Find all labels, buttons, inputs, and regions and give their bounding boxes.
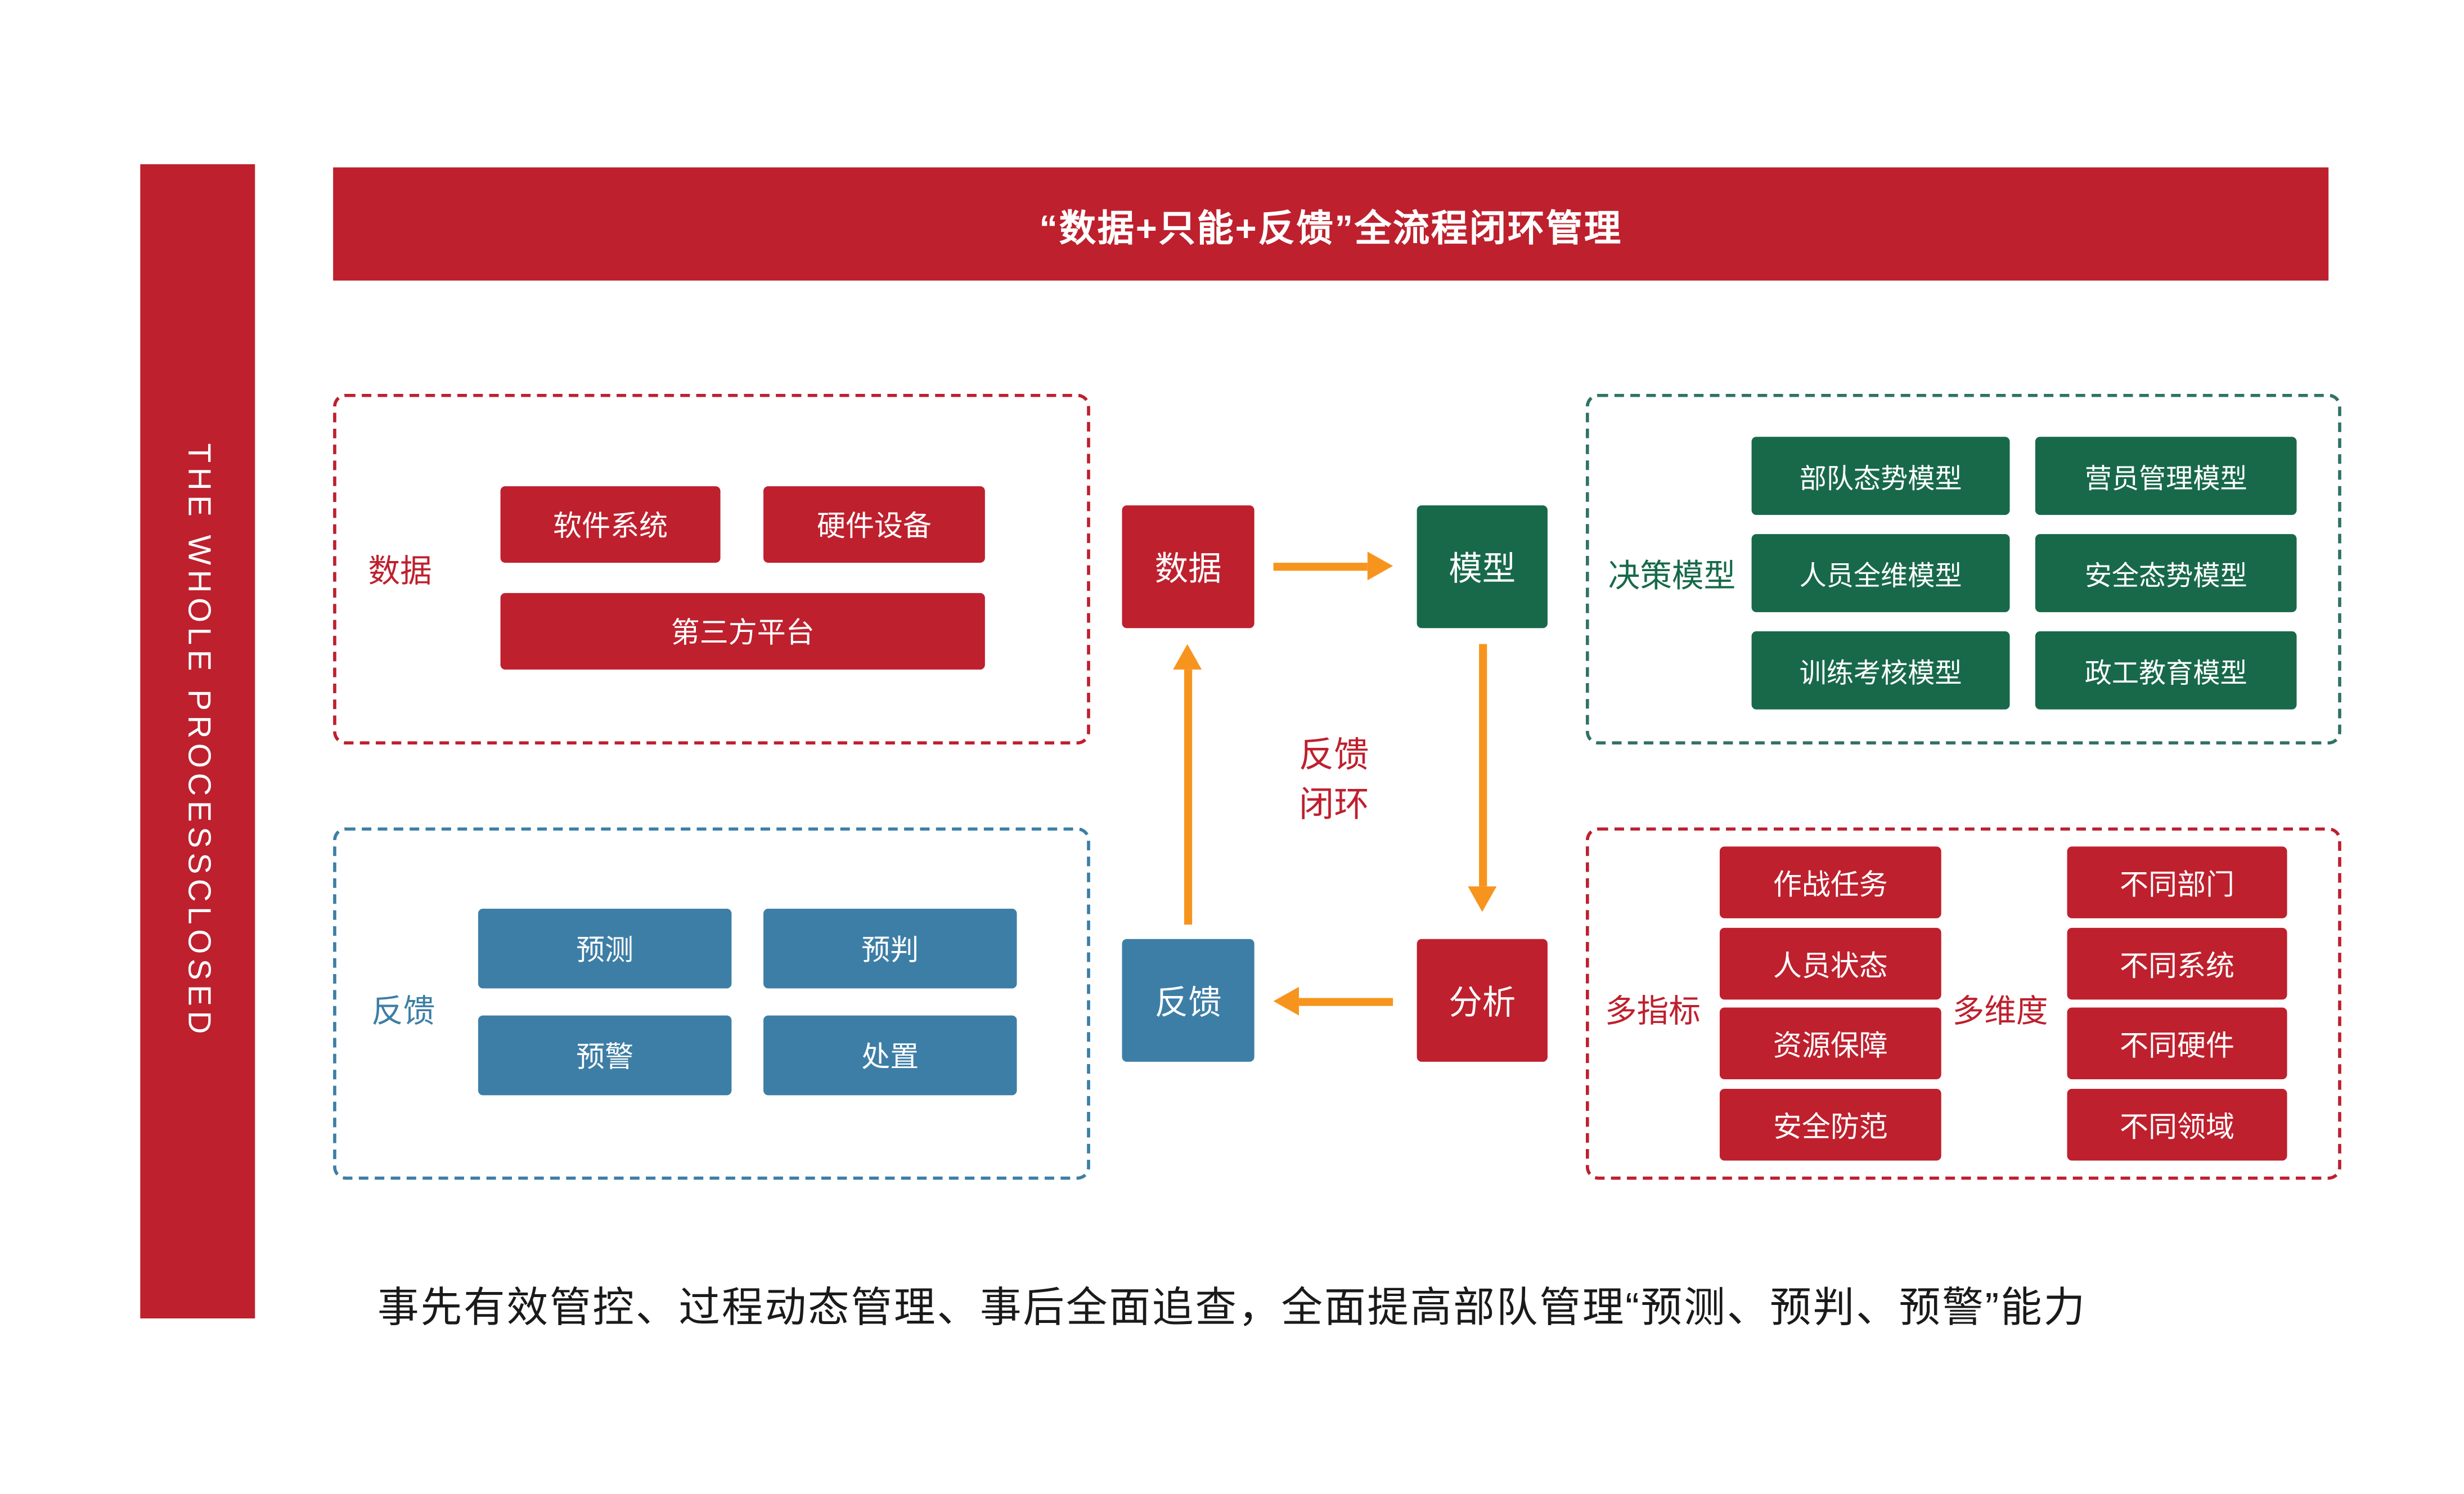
indicator-item: 安全防范 xyxy=(1719,1089,1941,1161)
model-item: 营员管理模型 xyxy=(2035,437,2297,515)
decision-models-group: 决策模型 部队态势模型 营员管理模型 人员全维模型 安全态势模型 训练考核模型 … xyxy=(1585,393,2341,745)
model-item: 部队态势模型 xyxy=(1751,437,2010,515)
title-banner: “数据+只能+反馈”全流程闭环管理 xyxy=(333,167,2329,281)
dimension-item: 不同领域 xyxy=(2067,1089,2287,1161)
model-item: 政工教育模型 xyxy=(2035,631,2297,710)
dimension-item: 不同系统 xyxy=(2067,927,2287,1000)
flow-node-model: 模型 xyxy=(1417,505,1548,629)
loop-label-line1: 反馈 xyxy=(1298,735,1369,775)
title-text: “数据+只能+反馈”全流程闭环管理 xyxy=(1039,206,1622,248)
feedback-group: 反馈 预测 预判 预警 处置 xyxy=(333,827,1090,1180)
arrow-shaft xyxy=(1273,562,1368,570)
arrow-head-right-icon xyxy=(1367,551,1393,581)
loop-label-line2: 闭环 xyxy=(1298,784,1369,824)
indicator-item: 资源保障 xyxy=(1719,1007,1941,1080)
indicator-item: 作战任务 xyxy=(1719,846,1941,918)
feedback-item: 处置 xyxy=(763,1015,1017,1096)
dimension-item: 不同硬件 xyxy=(2067,1007,2287,1080)
arrow-analysis-to-feedback xyxy=(1273,986,1393,1016)
model-item: 人员全维模型 xyxy=(1751,534,2010,612)
flow-node-feedback: 反馈 xyxy=(1122,939,1255,1062)
arrow-shaft xyxy=(1183,669,1191,925)
feedback-item: 预判 xyxy=(763,908,1017,989)
indicator-item: 人员状态 xyxy=(1719,927,1941,1000)
side-banner-text: THE WHOLE PROCESSCLOSED xyxy=(181,443,216,1039)
dimensions-label: 多维度 xyxy=(1952,994,2048,1030)
arrow-shaft xyxy=(1298,997,1393,1006)
loop-label: 反馈 闭环 xyxy=(1262,730,1406,829)
flow-node-analysis: 分析 xyxy=(1417,939,1548,1062)
indicators-group: 多指标 多维度 作战任务 人员状态 资源保障 安全防范 不同部门 不同系统 不同… xyxy=(1585,827,2341,1180)
arrow-data-to-model xyxy=(1273,551,1393,581)
arrow-head-up-icon xyxy=(1173,644,1202,670)
flow-node-data: 数据 xyxy=(1122,505,1255,629)
dimension-item: 不同部门 xyxy=(2067,846,2287,918)
data-sources-label: 数据 xyxy=(368,554,432,590)
footer-text: 事先有效管控、过程动态管理、事后全面追查，全面提高部队管理“预测、预判、预警”能… xyxy=(377,1283,2087,1331)
data-source-item: 硬件设备 xyxy=(763,486,985,563)
model-item: 安全态势模型 xyxy=(2035,534,2297,612)
feedback-item: 预测 xyxy=(478,908,732,989)
feedback-item: 预警 xyxy=(478,1015,732,1096)
data-source-item: 第三方平台 xyxy=(500,593,985,670)
side-banner: THE WHOLE PROCESSCLOSED xyxy=(140,164,255,1318)
arrow-head-left-icon xyxy=(1273,986,1299,1016)
feedback-label: 反馈 xyxy=(371,994,435,1030)
arrow-model-to-analysis xyxy=(1468,644,1497,912)
arrow-shaft xyxy=(1478,644,1486,887)
model-item: 训练考核模型 xyxy=(1751,631,2010,710)
arrow-head-down-icon xyxy=(1468,886,1497,912)
decision-models-label: 决策模型 xyxy=(1608,559,1736,595)
data-sources-group: 数据 软件系统 硬件设备 第三方平台 xyxy=(333,393,1090,745)
indicators-label: 多指标 xyxy=(1604,994,1701,1030)
arrow-feedback-to-data xyxy=(1173,644,1202,925)
data-source-item: 软件系统 xyxy=(500,486,721,563)
